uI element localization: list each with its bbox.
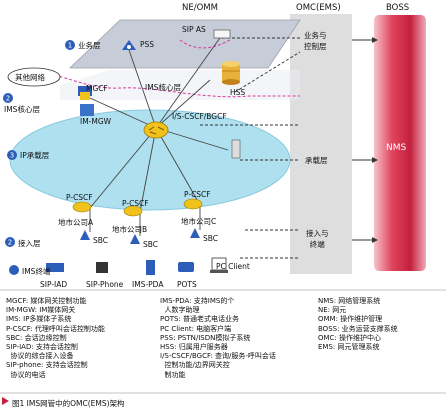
svg-text:2: 2 [8,239,12,247]
legend-col3: NMS: 网络管理系统 NE: 网元 OMM: 操作维护管理 BOSS: 业务运… [318,297,398,352]
pots-icon [178,262,194,272]
layer-access: 接入层 [18,239,41,248]
pcscf-a-icon [72,201,92,213]
node-pcscf-b: P-CSCF [122,199,149,208]
sip-phone-icon [96,262,108,273]
node-im-mgw: IM-MGW [80,117,112,126]
branch-b: 地市公司B [112,225,148,234]
title-omc-ems: OMC(EMS) [296,3,341,13]
sbc-a-icon [80,230,90,240]
node-pss: PSS [140,40,155,49]
terminal-sip-iad: SIP-IAD [40,280,68,289]
terminal-pc-client: PC Client [216,262,250,271]
cscf-router-icon [143,121,169,139]
omc-access-terminal-layer: 接入与 终端 [306,229,329,249]
node-mgcf: MGCF [86,84,108,93]
server-rack-icon [231,139,241,159]
other-network-cloud [7,67,61,87]
hss-database-icon [222,61,240,85]
sip-iad-icon [46,263,64,272]
node-hss: HSS [230,88,246,97]
sbc-b-label: SBC [143,240,159,249]
omc-bearer-layer: 承载层 [305,156,328,165]
node-cscf: I/S-CSCF/BGCF [172,112,227,121]
svg-text:1: 1 [68,42,72,50]
terminal-ims-pda: IMS-PDA [132,280,164,289]
node-sip-as: SIP AS [182,25,206,34]
layer-ip-bearer: IP承载层 [20,151,50,160]
omc-service-layer: 业务与 控制层 [304,31,327,51]
boss-nms-label: NMS [386,143,407,153]
node-pcscf-a: P-CSCF [66,193,93,202]
core-links [89,34,229,236]
svg-text:2: 2 [6,95,10,103]
layer-ims-core: IMS核心层 [4,105,40,114]
other-network-label: 其他网络 [15,73,45,82]
boss-bar [374,15,426,271]
omc-panel [290,14,352,274]
pcscf-b-icon [123,205,143,217]
service-plane [69,19,301,69]
pc-client-icon [210,257,228,273]
figure-caption: 图1 IMS网管中的OMC(EMS)架构 [12,399,125,408]
control-dashed-line [14,71,300,98]
layer-terminal: IMS终端 [22,267,51,276]
branch-a: 地市公司A [58,218,94,227]
ims-core-label: IMS核心层 [145,83,181,92]
omc-arrows [200,37,372,259]
legend-col1: MGCF: 媒体网关控制功能 IM-MGW: IM媒体网关 IMS: IP多媒体… [6,297,105,379]
terminal-sip-phone: SIP-Phone [86,280,124,289]
terminal-pots: POTS [177,280,197,289]
node-pcscf-c: P-CSCF [184,190,211,199]
ims-pda-icon [146,260,155,275]
sbc-b-icon [130,234,140,244]
mgcf-icon [78,86,92,100]
sbc-c-label: SBC [203,234,219,243]
branch-c: 地市公司C [181,217,217,226]
sip-as-server-icon [213,29,231,39]
pss-router-icon [122,40,136,50]
legend-col2: IMS-PDA: 支持IMS的个 人数字助理 POTS: 普通老式电话业务 PC… [160,297,276,379]
pcscf-c-icon [183,198,203,210]
title-ne-omm: NE/OMM [182,3,218,13]
sbc-a-label: SBC [93,236,109,245]
layer-service: 业务层 [78,41,101,50]
layer-bullets [3,40,75,275]
im-mgw-icon [80,104,94,116]
svg-text:3: 3 [10,152,14,160]
sbc-c-icon [190,228,200,238]
title-boss: BOSS [386,3,410,13]
